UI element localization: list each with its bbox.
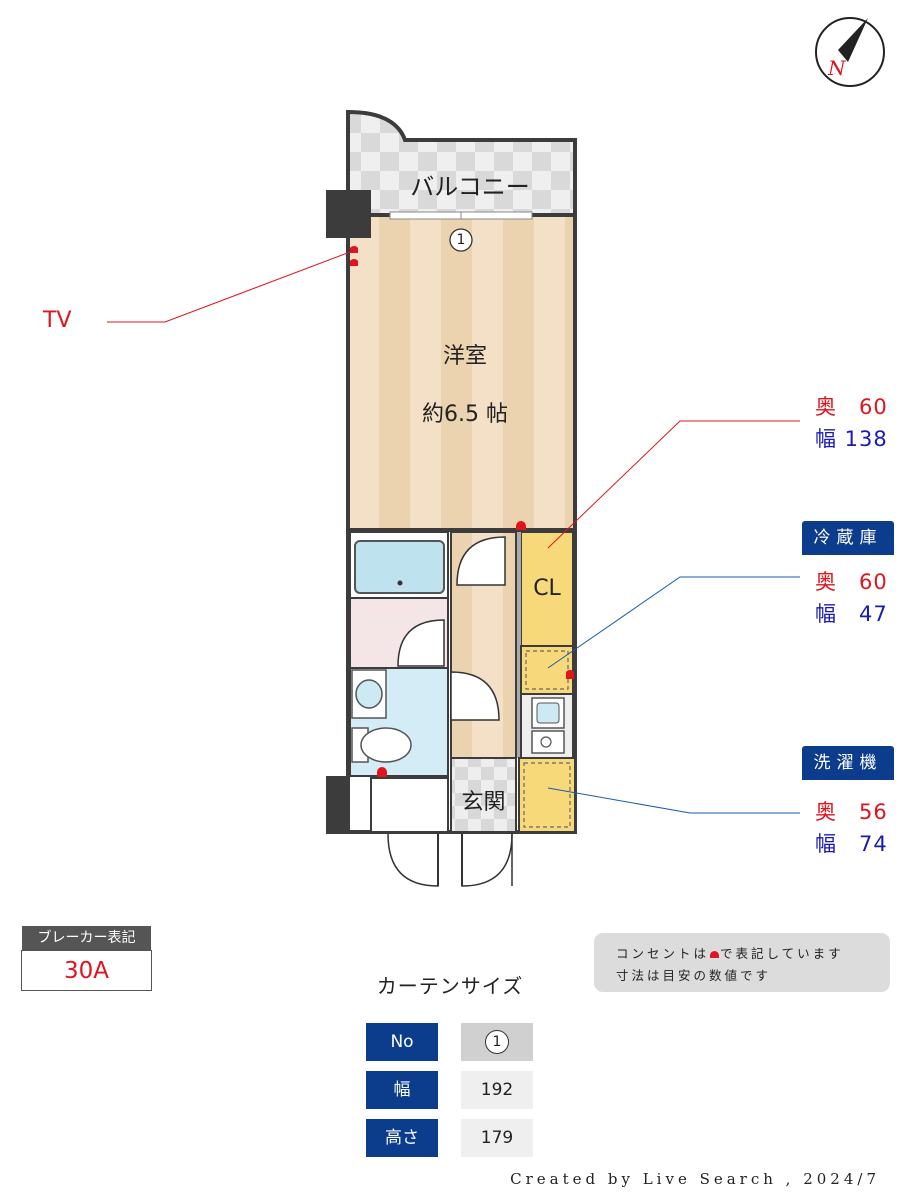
bathtub-icon (354, 540, 445, 594)
credit-line: Created by Live Search , 2024/7 (510, 1170, 880, 1188)
stove-icon (531, 730, 565, 754)
window-number-marker (449, 228, 473, 252)
closet-leader-line (547, 420, 800, 549)
curtain-value-width: 192 (461, 1071, 533, 1109)
closet (520, 531, 574, 647)
western-room (346, 213, 577, 532)
fridge-badge: 冷蔵庫 (802, 521, 894, 555)
pillar (326, 190, 371, 238)
tv-leader-line (107, 251, 351, 323)
note-line1-before: コンセントは (616, 946, 710, 961)
balcony (346, 109, 577, 217)
entrance-door (461, 833, 513, 887)
compass-letter: N (828, 56, 846, 80)
fridge-width: 幅 47 (815, 602, 888, 626)
meter-box (370, 777, 449, 833)
curtain-head-height: 高さ (366, 1119, 438, 1157)
outlet-icon (710, 951, 720, 958)
compass-north-icon (815, 17, 885, 87)
entrance-label: 玄関 (461, 790, 506, 815)
legend-note: コンセントはで表記しています 寸法は目安の数値です (594, 933, 890, 992)
fridge-space (520, 645, 574, 695)
breaker-heading: ブレーカー表記 (22, 926, 151, 950)
curtain-head-no: No (366, 1023, 438, 1061)
closet-label: CL (533, 576, 561, 601)
closet-depth: 奥 60 (815, 395, 888, 419)
washer-space (518, 757, 576, 833)
curtain-value-height: 179 (461, 1119, 533, 1157)
fridge-leader-line (547, 576, 800, 669)
toilet-icon (360, 727, 412, 763)
note-line1-after: で表記しています (720, 946, 844, 961)
curtain-head-width: 幅 (366, 1071, 438, 1109)
entrance (450, 757, 517, 833)
curtain-number: 1 (485, 1030, 509, 1054)
western-room-label: 洋室 (442, 344, 487, 369)
fridge-depth: 奥 60 (815, 570, 888, 594)
washer-leader-line (547, 787, 800, 814)
washer-depth: 奥 56 (815, 800, 888, 824)
washer-badge: 洗濯機 (802, 746, 894, 780)
balcony-label: バルコニー (410, 173, 530, 201)
breaker-value: 30A (21, 950, 152, 991)
curtain-title: カーテンサイズ (376, 974, 524, 998)
curtain-value-no: 1 (461, 1023, 533, 1061)
entrance-door (387, 833, 439, 887)
western-room-size: 約6.5 帖 (422, 402, 508, 427)
washer-width: 幅 74 (815, 832, 888, 856)
window-number: 1 (456, 232, 466, 248)
closet-width: 幅 138 (815, 427, 888, 451)
note-line2: 寸法は目安の数値です (616, 968, 772, 983)
outlet-icon (350, 246, 574, 777)
tv-label: TV (43, 308, 72, 333)
